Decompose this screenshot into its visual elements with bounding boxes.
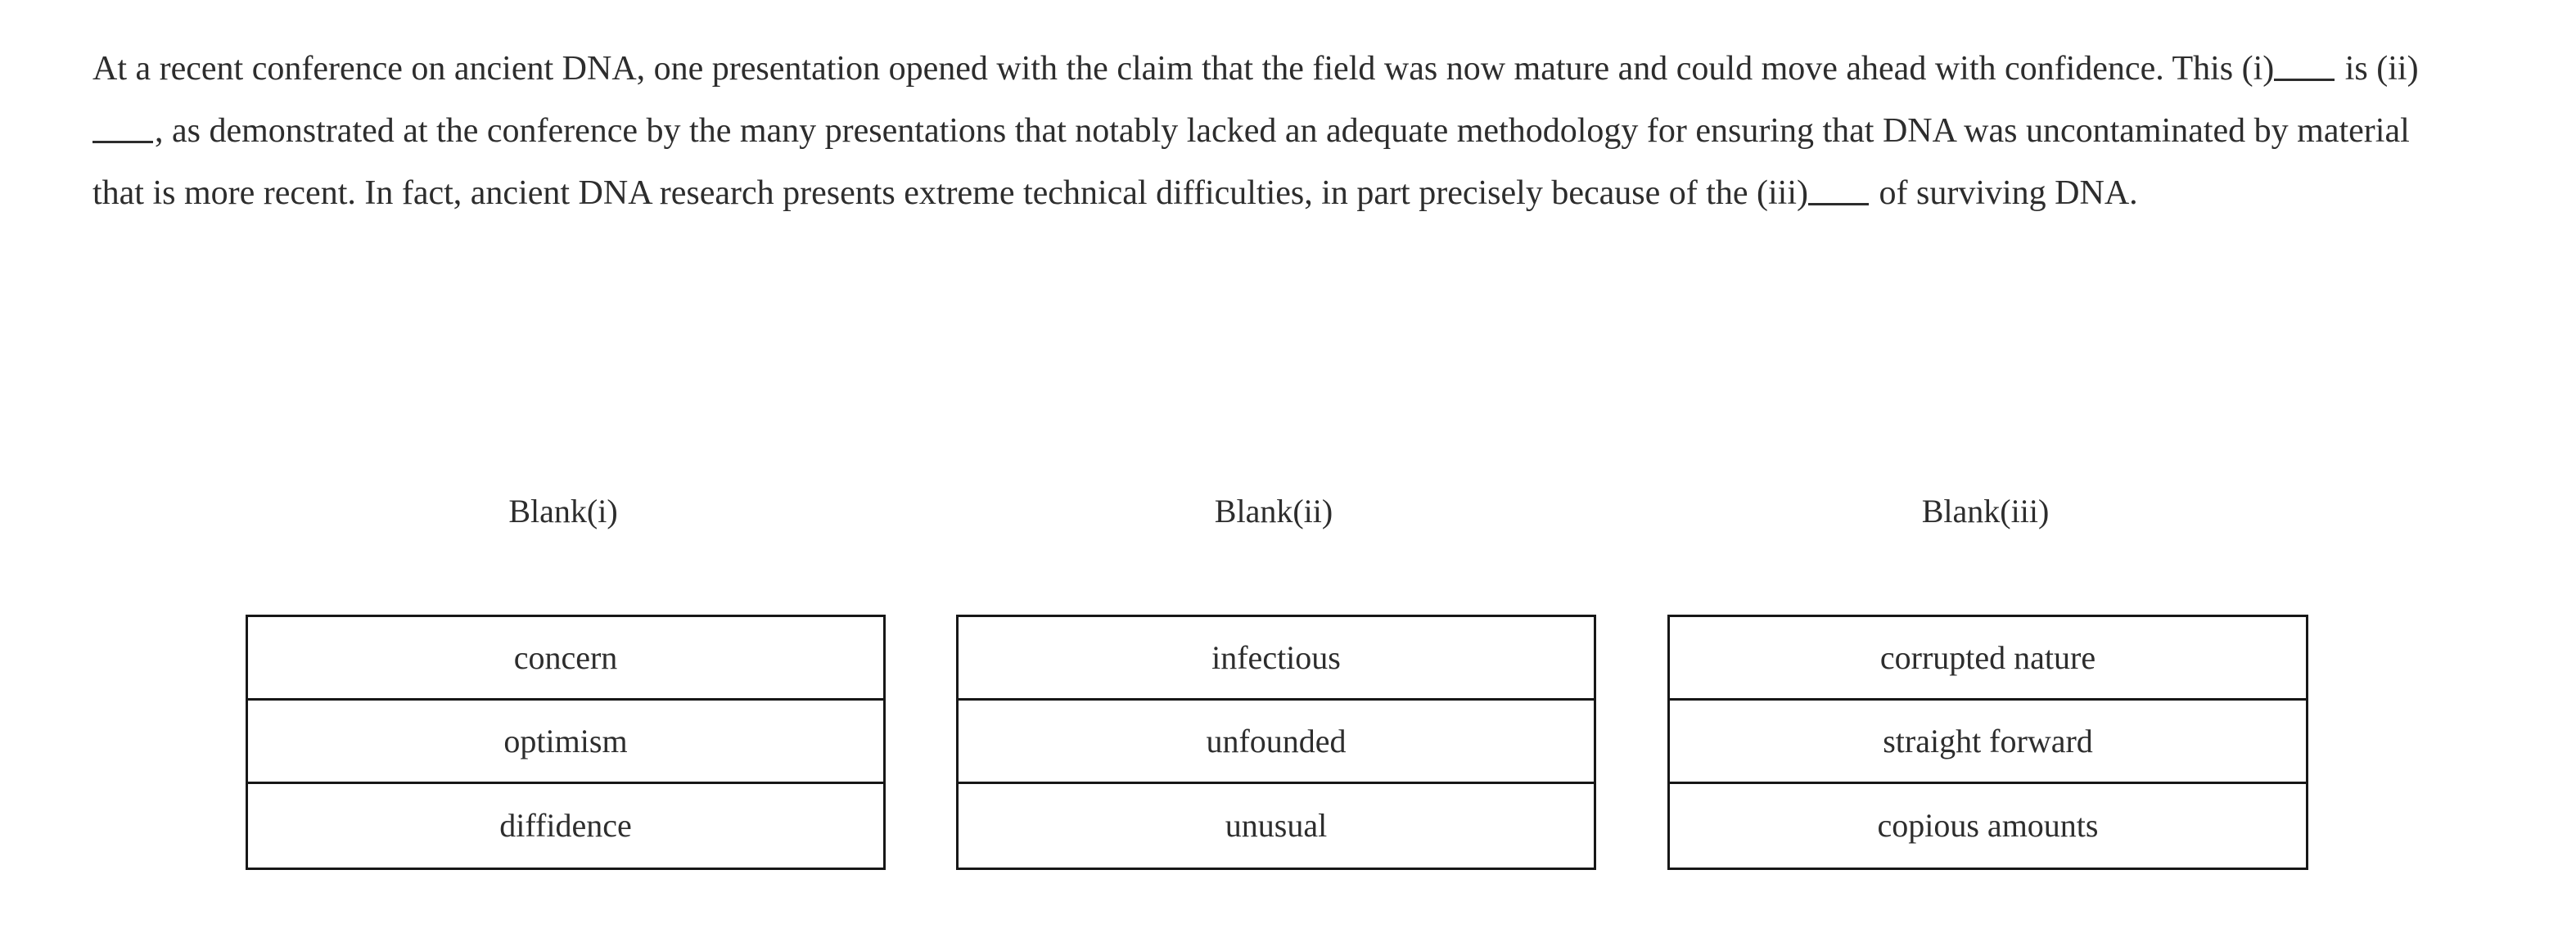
passage-segment-3: , as demonstrated at the conference by t… (92, 112, 2410, 212)
passage-segment-4: of surviving DNA. (1870, 174, 2138, 212)
passage-segment-2: is (ii) (2336, 50, 2419, 88)
list-item[interactable]: optimism (248, 701, 883, 784)
blank-iii-option-2-label: straight forward (1883, 722, 2093, 759)
blank-i-option-2-label: optimism (503, 722, 628, 759)
passage-segment-1: At a recent conference on ancient DNA, o… (92, 50, 2275, 88)
blank-iii-option-table: corrupted nature straight forward copiou… (1667, 615, 2308, 870)
answer-choices-area: Blank(i) concern optimism diffidence Bla… (0, 491, 2576, 884)
blank-ii-header: Blank(ii) (1214, 493, 1333, 530)
blank-ii-option-2-label: unfounded (1206, 722, 1347, 759)
blank-i-inline-underline (2274, 79, 2335, 81)
blank-group-i: Blank(i) concern optimism diffidence (246, 491, 886, 870)
list-item[interactable]: copious amounts (1670, 784, 2306, 868)
blank-i-option-1-label: concern (513, 638, 618, 676)
list-item[interactable]: unusual (959, 784, 1594, 868)
list-item[interactable]: infectious (959, 617, 1594, 701)
list-item[interactable]: straight forward (1670, 701, 2306, 784)
blank-iii-option-1-label: corrupted nature (1879, 638, 2096, 676)
list-item[interactable]: unfounded (959, 701, 1594, 784)
blank-group-ii: Blank(ii) infectious unfounded unusual (956, 491, 1596, 870)
blank-group-iii: Blank(iii) corrupted nature straight for… (1667, 491, 2308, 870)
list-item[interactable]: corrupted nature (1670, 617, 2306, 701)
passage-text: At a recent conference on ancient DNA, o… (92, 38, 2450, 224)
blank-i-header: Blank(i) (508, 493, 618, 530)
blank-ii-option-3-label: unusual (1225, 807, 1328, 844)
blank-i-option-table: concern optimism diffidence (246, 615, 886, 870)
blank-iii-option-3-label: copious amounts (1877, 807, 2099, 844)
blank-i-option-3-label: diffidence (499, 807, 632, 844)
blank-ii-inline-underline (92, 141, 153, 143)
blank-iii-header: Blank(iii) (1921, 493, 2050, 530)
blank-ii-option-table: infectious unfounded unusual (956, 615, 1596, 870)
list-item[interactable]: concern (248, 617, 883, 701)
list-item[interactable]: diffidence (248, 784, 883, 868)
blank-ii-option-1-label: infectious (1211, 638, 1341, 676)
blank-iii-inline-underline (1808, 203, 1870, 205)
